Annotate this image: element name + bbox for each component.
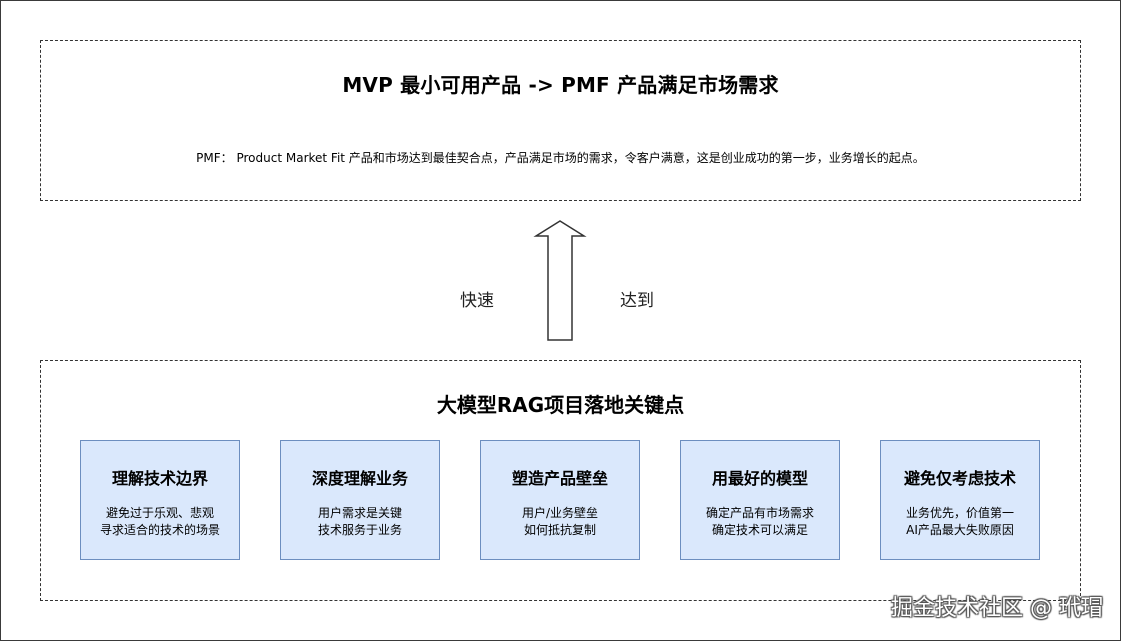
- bottom-dashed-container: [40, 360, 1081, 601]
- card-line: 如何抵抗复制: [523, 523, 596, 537]
- card-line: 技术服务于业务: [317, 523, 402, 537]
- card-title: 避免仅考虑技术: [903, 469, 1016, 488]
- arrow-right-label: 达到: [620, 291, 654, 311]
- top-description: PMF： Product Market Fit 产品和市场达到最佳契合点，产品满…: [196, 151, 925, 165]
- card-line: 确定技术可以满足: [711, 523, 808, 537]
- bottom-title: 大模型RAG项目落地关键点: [436, 393, 685, 417]
- card-line: 用户需求是关键: [317, 506, 402, 520]
- top-dashed-container: [40, 40, 1081, 201]
- arrow-left-label: 快速: [460, 291, 494, 311]
- top-title: MVP 最小可用产品 -> PMF 产品满足市场需求: [342, 73, 779, 97]
- card-title: 用最好的模型: [711, 469, 808, 488]
- card-line: 用户/业务壁垒: [521, 506, 599, 520]
- card-line: 避免过于乐观、悲观: [105, 506, 214, 520]
- card-build-product-moat: 塑造产品壁垒 用户/业务壁垒 如何抵抗复制: [480, 440, 640, 560]
- card-title: 塑造产品壁垒: [511, 469, 608, 488]
- card-title: 理解技术边界: [111, 469, 208, 488]
- card-understand-tech-boundary: 理解技术边界 避免过于乐观、悲观 寻求适合的技术的场景: [80, 440, 240, 560]
- card-line: AI产品最大失败原因: [906, 523, 1014, 537]
- card-avoid-tech-only: 避免仅考虑技术 业务优先，价值第一 AI产品最大失败原因: [880, 440, 1040, 560]
- card-understand-business: 深度理解业务 用户需求是关键 技术服务于业务: [280, 440, 440, 560]
- card-line: 确定产品有市场需求: [705, 506, 814, 520]
- card-line: 业务优先，价值第一: [905, 506, 1014, 520]
- card-line: 寻求适合的技术的场景: [99, 523, 220, 537]
- watermark: 掘金技术社区 @ 玳瑁: [891, 596, 1103, 621]
- card-use-best-model: 用最好的模型 确定产品有市场需求 确定技术可以满足: [680, 440, 840, 560]
- card-title: 深度理解业务: [311, 469, 408, 488]
- up-arrow-icon: [533, 220, 587, 341]
